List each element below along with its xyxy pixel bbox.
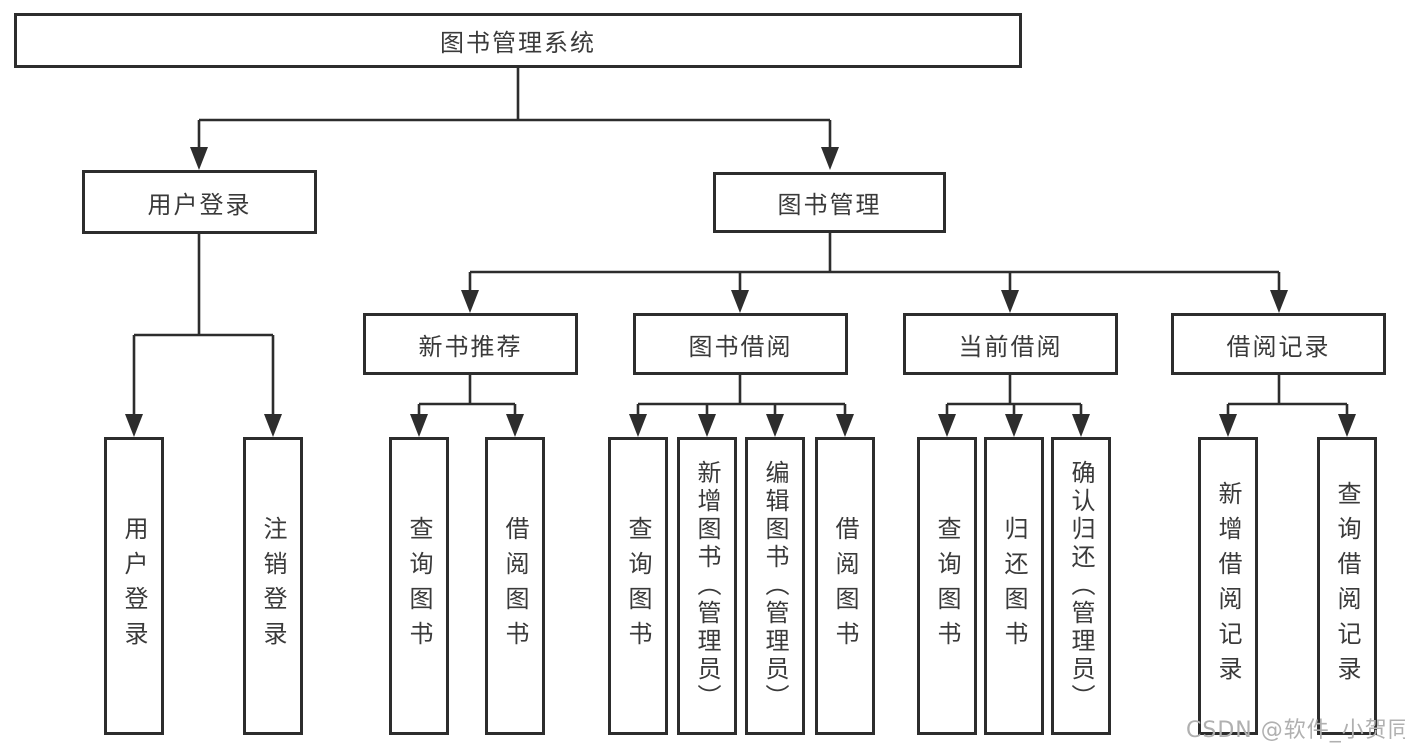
- node-label: 查询借阅记录: [1333, 481, 1361, 691]
- node-label: 查询图书: [933, 516, 961, 656]
- arrow-down-icon: [821, 147, 839, 170]
- node-label: 借阅图书: [831, 516, 859, 656]
- arrow-down-icon: [1072, 414, 1090, 437]
- leaf-return-books: 归还图书: [984, 437, 1044, 735]
- leaf-confirm-return-admin: 确认归还（管理员）: [1051, 437, 1111, 735]
- node-label: 用户登录: [147, 190, 252, 219]
- arrow-down-icon: [264, 414, 282, 437]
- arrow-down-icon: [1338, 414, 1356, 437]
- node-book-management: 图书管理: [713, 172, 946, 233]
- leaf-borrow-books: 借阅图书: [815, 437, 875, 735]
- node-label: 编辑图书（管理员）: [761, 460, 789, 712]
- node-label: 图书借阅: [688, 332, 793, 361]
- arrow-down-icon: [836, 414, 854, 437]
- arrow-down-icon: [766, 414, 784, 437]
- leaf-add-books-admin: 新增图书（管理员）: [677, 437, 737, 735]
- leaf-query-books-borrow: 查询图书: [608, 437, 668, 735]
- arrow-down-icon: [506, 414, 524, 437]
- node-current-borrowing: 当前借阅: [903, 313, 1118, 375]
- node-label: 归还图书: [1000, 516, 1028, 656]
- arrow-down-icon: [1270, 290, 1288, 313]
- leaf-query-borrow-record: 查询借阅记录: [1317, 437, 1377, 735]
- node-label: 查询图书: [405, 516, 433, 656]
- arrowhead-icons: [125, 147, 1356, 437]
- node-label: 新增借阅记录: [1214, 481, 1242, 691]
- arrow-down-icon: [731, 290, 749, 313]
- leaf-user-login: 用户登录: [104, 437, 164, 735]
- node-label: 借阅记录: [1226, 332, 1331, 361]
- connector-lines: [132, 68, 1349, 417]
- leaf-borrow-books-recommend: 借阅图书: [485, 437, 545, 735]
- arrow-down-icon: [698, 414, 716, 437]
- arrow-down-icon: [1005, 414, 1023, 437]
- node-label: 图书管理: [777, 191, 882, 219]
- arrow-down-icon: [938, 414, 956, 437]
- arrow-down-icon: [190, 147, 208, 170]
- arrow-down-icon: [125, 414, 143, 437]
- node-label: 借阅图书: [501, 516, 529, 656]
- node-book-borrowing: 图书借阅: [633, 313, 848, 375]
- node-root: 图书管理系统: [14, 13, 1022, 68]
- node-new-book-recommendation: 新书推荐: [363, 313, 578, 375]
- node-label: 当前借阅: [958, 332, 1063, 361]
- leaf-query-books-current: 查询图书: [917, 437, 977, 735]
- arrow-down-icon: [1219, 414, 1237, 437]
- node-label: 注销登录: [259, 516, 287, 656]
- node-label: 新书推荐: [418, 332, 523, 361]
- node-label: 确认归还（管理员）: [1067, 460, 1095, 712]
- arrow-down-icon: [461, 290, 479, 313]
- node-label: 用户登录: [120, 516, 148, 656]
- arrow-down-icon: [410, 414, 428, 437]
- node-borrowing-records: 借阅记录: [1171, 313, 1386, 375]
- leaf-add-borrow-record: 新增借阅记录: [1198, 437, 1258, 735]
- arrow-down-icon: [629, 414, 647, 437]
- node-label: 新增图书（管理员）: [693, 460, 721, 712]
- csdn-watermark: CSDN @软件_小贺同学: [1186, 718, 1405, 743]
- arrow-down-icon: [1001, 290, 1019, 313]
- leaf-logout: 注销登录: [243, 437, 303, 735]
- node-user-login: 用户登录: [82, 170, 317, 234]
- leaf-edit-books-admin: 编辑图书（管理员）: [745, 437, 805, 735]
- node-label: 查询图书: [624, 516, 652, 656]
- leaf-query-books-recommend: 查询图书: [389, 437, 449, 735]
- node-root-label: 图书管理系统: [440, 29, 596, 57]
